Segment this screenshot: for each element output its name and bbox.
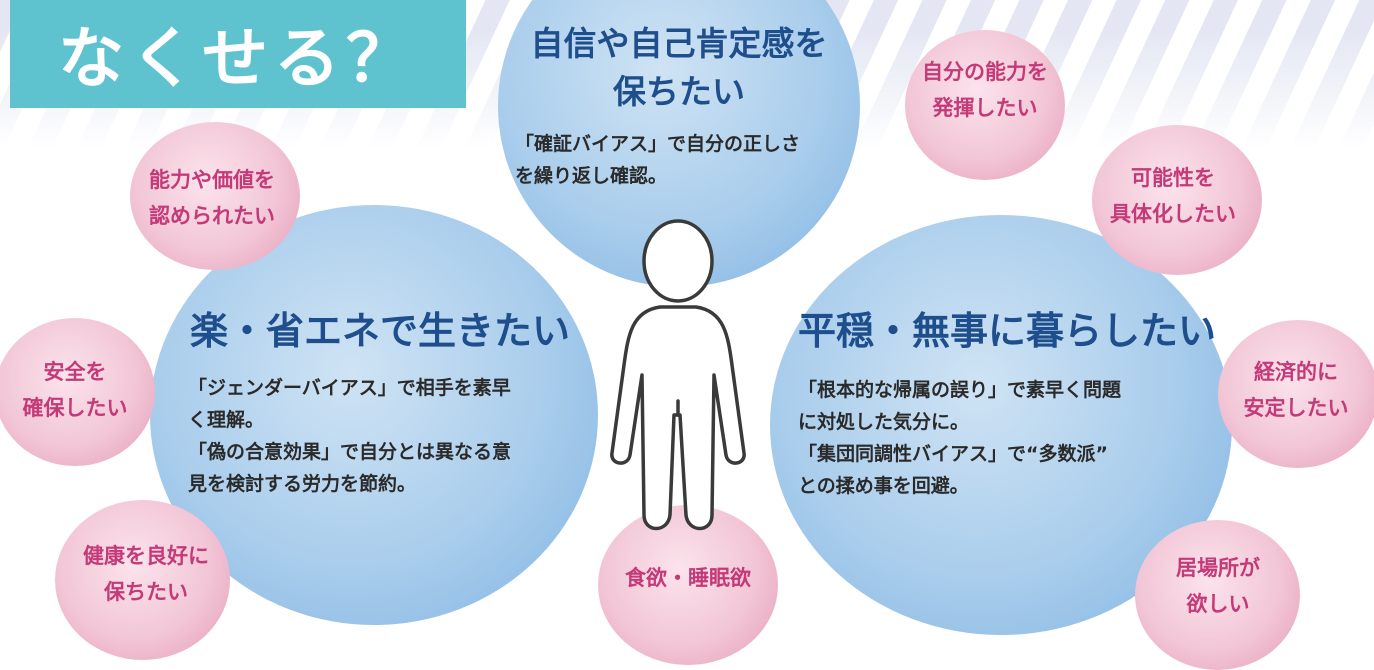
bubble-need-food-sleep: [598, 505, 778, 665]
need-ability-value: 能力や価値を 認められたい: [149, 162, 275, 234]
need-economy-line2: 安定したい: [1243, 396, 1349, 420]
heading-self-confidence-line1: 自信や自己肯定感を: [530, 24, 828, 63]
body-peaceful-life-line1: 「根本的な帰属の誤り」で素早く問題: [798, 379, 1122, 401]
need-safety: 安全を 確保したい: [23, 354, 128, 426]
need-use-ability-line2: 発揮したい: [932, 96, 1038, 120]
need-health-line1: 健康を良好に: [83, 544, 209, 568]
body-self-confidence-line2: を繰り返し確認。: [515, 165, 668, 187]
heading-self-confidence-line2: 保ちたい: [613, 72, 745, 111]
heading-peaceful-life: 平穏・無事に暮らしたい: [798, 309, 1217, 353]
body-peaceful-life: 「根本的な帰属の誤り」で素早く問題 に対処した気分に。 「集団同調性バイアス」で…: [798, 374, 1121, 502]
bubble-need-ability-value: [130, 122, 300, 270]
body-self-confidence-line1: 「確証バイアス」で自分の正しさ: [515, 133, 801, 155]
need-belonging: 居場所が 欲しい: [1176, 550, 1260, 622]
need-use-ability: 自分の能力を 発揮したい: [922, 54, 1048, 126]
need-economy: 経済的に 安定したい: [1244, 354, 1349, 426]
body-easy-life-line1: 「ジェンダーバイアス」で相手を素早: [188, 377, 511, 399]
need-safety-line2: 確保したい: [22, 396, 128, 420]
heading-easy-life: 楽・省エネで生きたい: [190, 309, 571, 353]
bubble-need-use-ability: [905, 30, 1065, 180]
bubble-need-safety: [0, 318, 155, 466]
heading-self-confidence: 自信や自己肯定感を 保ちたい: [506, 20, 852, 116]
person-figure-icon: [610, 219, 746, 531]
need-food-sleep: 食欲・睡眠欲: [625, 560, 751, 596]
need-ability-value-line2: 認められたい: [149, 204, 275, 228]
need-use-ability-line1: 自分の能力を: [922, 60, 1048, 84]
need-belonging-line2: 欲しい: [1186, 592, 1250, 616]
need-possibility: 可能性を 具体化したい: [1110, 160, 1236, 232]
need-possibility-line2: 具体化したい: [1110, 202, 1236, 226]
bubble-need-belonging: [1135, 520, 1300, 670]
bubble-need-economy: [1218, 320, 1374, 468]
need-ability-value-line1: 能力や価値を: [149, 168, 275, 192]
need-food-sleep-line1: 食欲・睡眠欲: [625, 566, 751, 590]
body-easy-life-line3: 「偽の合意効果」で自分とは異なる意: [188, 441, 512, 463]
body-peaceful-life-line4: との揉め事を回避。: [798, 475, 969, 497]
body-easy-life-line4: 見を検討する労力を節約。: [188, 473, 417, 495]
body-peaceful-life-line3: 「集団同調性バイアス」で“多数派”: [798, 443, 1108, 465]
need-economy-line1: 経済的に: [1254, 360, 1338, 384]
need-belonging-line1: 居場所が: [1176, 556, 1260, 580]
need-health: 健康を良好に 保ちたい: [83, 538, 209, 610]
page-title: なくせる？: [58, 20, 418, 97]
need-possibility-line1: 可能性を: [1131, 166, 1215, 190]
need-safety-line1: 安全を: [43, 360, 107, 384]
body-self-confidence: 「確証バイアス」で自分の正しさ を繰り返し確認。: [515, 128, 800, 192]
need-health-line2: 保ちたい: [104, 580, 188, 604]
body-peaceful-life-line2: に対処した気分に。: [798, 411, 970, 433]
title-banner: なくせる？: [10, 0, 466, 108]
bubble-need-possibility: [1092, 125, 1262, 275]
body-easy-life-line2: く理解。: [188, 409, 265, 431]
bubble-need-health: [55, 500, 230, 660]
body-easy-life: 「ジェンダーバイアス」で相手を素早 く理解。 「偽の合意効果」で自分とは異なる意…: [188, 372, 511, 500]
